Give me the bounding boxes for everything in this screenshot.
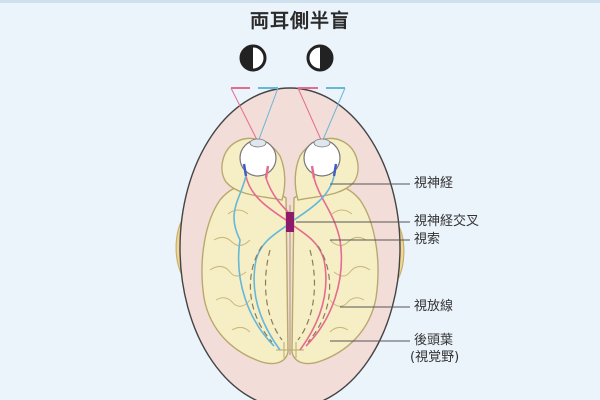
- right-eye-visual-field-icon: [306, 44, 334, 72]
- label-optic-radiation: 視放線: [414, 299, 454, 314]
- label-optic-nerve: 視神経: [414, 176, 454, 191]
- field-of-view-lines: [230, 87, 346, 143]
- left-eye-visual-field-icon: [239, 44, 267, 72]
- blue-pathway: [233, 175, 335, 351]
- brain-gyri: [209, 156, 371, 333]
- dashed-optic-radiations: [249, 245, 331, 343]
- chiasm-lesion-marker: [286, 212, 294, 232]
- label-visual-cortex: (視覚野): [410, 350, 460, 365]
- leader-lines: [296, 183, 410, 342]
- label-optic-tract: 視索: [414, 232, 441, 247]
- diagram-title: 両耳側半盲: [249, 10, 350, 32]
- retina-segments: [242, 163, 338, 179]
- label-occipital-lobe: 後頭葉: [414, 333, 454, 348]
- label-optic-chiasm: 視神経交叉: [414, 214, 480, 229]
- occipital-pole: [276, 342, 304, 358]
- top-accent-bar: [0, 0, 600, 3]
